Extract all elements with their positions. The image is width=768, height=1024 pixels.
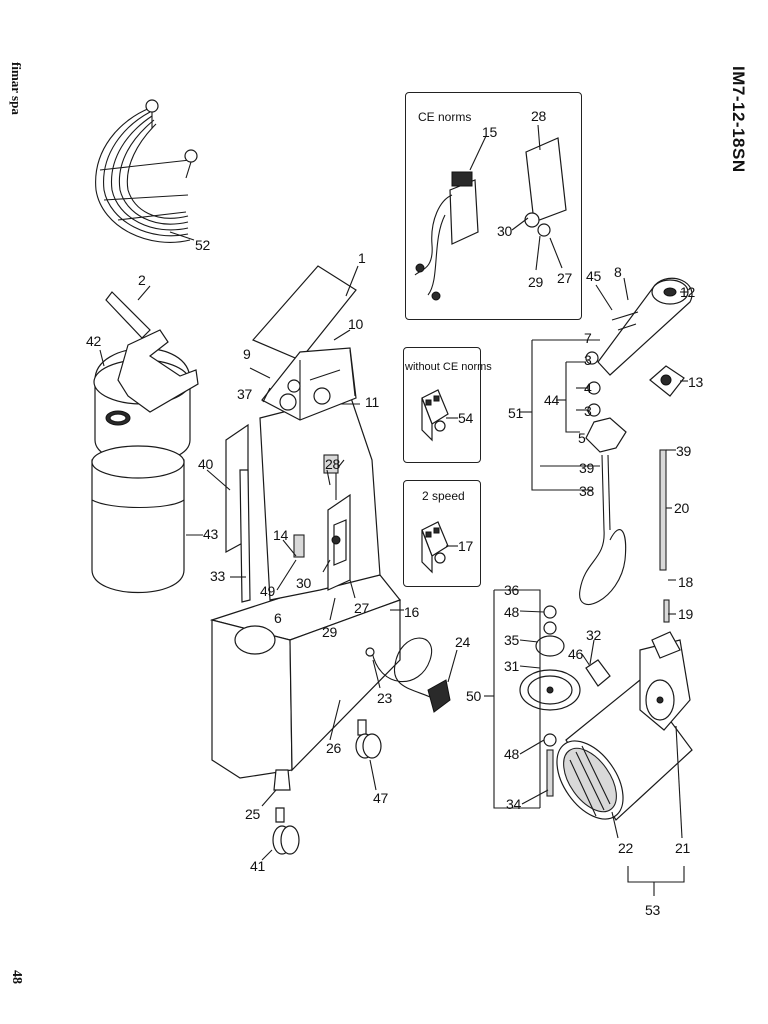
part-label-39b: 39 bbox=[676, 443, 691, 459]
part-label-20: 20 bbox=[674, 500, 689, 516]
part-label-13: 13 bbox=[688, 374, 703, 390]
part-label-4: 4 bbox=[584, 380, 592, 396]
part-label-53: 53 bbox=[645, 902, 660, 918]
part-label-26: 26 bbox=[326, 740, 341, 756]
gear-assembly-part bbox=[519, 605, 611, 797]
part-label-1: 1 bbox=[358, 250, 366, 266]
part-label-12: 12 bbox=[680, 284, 695, 300]
belt-pulley-part bbox=[585, 277, 693, 453]
machine-body-part bbox=[209, 265, 401, 779]
part-label-41: 41 bbox=[250, 858, 265, 874]
part-label-17: 17 bbox=[458, 538, 473, 554]
part-label-19: 19 bbox=[678, 606, 693, 622]
part-label-51: 51 bbox=[508, 405, 523, 421]
part-label-28: 28 bbox=[325, 456, 340, 472]
part-label-3b: 3 bbox=[584, 403, 592, 419]
ce-norms-parts bbox=[414, 137, 567, 301]
part-label-18: 18 bbox=[678, 574, 693, 590]
part-label-48b: 48 bbox=[504, 746, 519, 762]
part-label-35: 35 bbox=[504, 632, 519, 648]
part-label-48a: 48 bbox=[504, 604, 519, 620]
part-label-43: 43 bbox=[203, 526, 218, 542]
part-label-31: 31 bbox=[504, 658, 519, 674]
casters-part bbox=[272, 719, 382, 855]
part-label-25: 25 bbox=[245, 806, 260, 822]
part-label-30: 30 bbox=[296, 575, 311, 591]
switch-modules-part bbox=[421, 389, 449, 574]
two-speed-title: 2 speed bbox=[422, 489, 465, 503]
part-label-39a: 39 bbox=[579, 460, 594, 476]
part-label-22: 22 bbox=[618, 840, 633, 856]
shafts-part bbox=[579, 449, 670, 623]
part-label-47: 47 bbox=[373, 790, 388, 806]
part-label-52: 52 bbox=[195, 237, 210, 253]
part-label-8: 8 bbox=[614, 264, 622, 280]
without-ce-norms-title: without CE norms bbox=[405, 361, 492, 373]
part-label-27-ce: 27 bbox=[557, 270, 572, 286]
power-cable-part bbox=[365, 637, 451, 713]
part-label-40: 40 bbox=[198, 456, 213, 472]
part-label-21: 21 bbox=[675, 840, 690, 856]
part-label-23: 23 bbox=[377, 690, 392, 706]
part-label-37: 37 bbox=[237, 386, 252, 402]
part-label-32: 32 bbox=[586, 627, 601, 643]
part-label-30-ce: 30 bbox=[497, 223, 512, 239]
part-label-9: 9 bbox=[243, 346, 251, 362]
part-label-24: 24 bbox=[455, 634, 470, 650]
part-label-33: 33 bbox=[210, 568, 225, 584]
part-label-5: 5 bbox=[578, 430, 586, 446]
part-label-46: 46 bbox=[568, 646, 583, 662]
bowl-and-lid-part bbox=[91, 291, 199, 593]
part-label-16: 16 bbox=[404, 604, 419, 620]
part-label-2: 2 bbox=[138, 272, 146, 288]
part-label-11: 11 bbox=[365, 394, 379, 410]
part-label-34: 34 bbox=[506, 796, 521, 812]
part-label-15: 15 bbox=[482, 124, 497, 140]
part-label-3a: 3 bbox=[584, 352, 592, 368]
part-label-36: 36 bbox=[504, 582, 519, 598]
part-label-42: 42 bbox=[86, 333, 101, 349]
part-label-28-ce: 28 bbox=[531, 108, 546, 124]
motor-part bbox=[556, 631, 693, 821]
without-ce-norms-inset bbox=[403, 347, 481, 463]
part-label-7: 7 bbox=[584, 330, 592, 346]
part-label-10: 10 bbox=[348, 316, 363, 332]
part-label-45: 45 bbox=[586, 268, 601, 284]
part-label-6: 6 bbox=[274, 610, 282, 626]
part-label-49: 49 bbox=[260, 583, 275, 599]
part-label-54: 54 bbox=[458, 410, 473, 426]
part-label-29: 29 bbox=[322, 624, 337, 640]
part-label-27: 27 bbox=[354, 600, 369, 616]
part-label-38: 38 bbox=[579, 483, 594, 499]
part-label-50: 50 bbox=[466, 688, 481, 704]
bowl-guard-part bbox=[95, 99, 198, 243]
part-label-29-ce: 29 bbox=[528, 274, 543, 290]
leader-lines bbox=[99, 124, 688, 896]
part-label-14: 14 bbox=[273, 527, 288, 543]
part-label-44: 44 bbox=[544, 392, 559, 408]
ce-norms-title: CE norms bbox=[418, 110, 472, 124]
